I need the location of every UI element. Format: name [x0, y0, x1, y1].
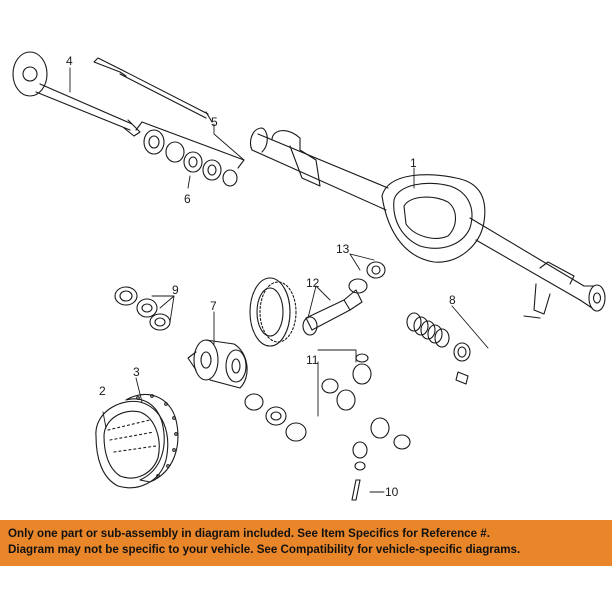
axle-housing-drawing: [249, 127, 606, 319]
bearing-drawing: [366, 261, 386, 279]
callout-1: 1: [410, 156, 417, 170]
differential-cover-drawing: [95, 400, 169, 489]
disclaimer-line-2: Diagram may not be specific to your vehi…: [8, 543, 521, 556]
disclaimer-banner: Only one part or sub-assembly in diagram…: [0, 520, 612, 566]
callout-3: 3: [133, 365, 140, 379]
callout-13: 13: [336, 242, 350, 256]
callout-4: 4: [66, 54, 73, 68]
bearing-drawing: [135, 121, 245, 187]
pinion-gear-drawing: [321, 353, 411, 471]
callout-8: 8: [449, 293, 456, 307]
exploded-axle-diagram: [12, 51, 606, 501]
pinion-gear-drawing: [302, 278, 368, 336]
axle-shaft-drawing: [12, 51, 213, 137]
callout-leaders: [69, 67, 489, 493]
callout-11: 11: [306, 353, 319, 367]
callout-7: 7: [210, 299, 217, 313]
bearing-drawing: [244, 393, 307, 442]
cover-gasket-drawing: [125, 393, 179, 483]
callout-2: 2: [99, 384, 106, 398]
shim-pack-drawing: [406, 312, 471, 385]
bearing-drawing: [114, 286, 171, 331]
ring-gear-drawing: [249, 277, 297, 347]
callout-5: 5: [211, 115, 218, 129]
cross-pin-drawing: [351, 479, 361, 501]
callout-12: 12: [306, 276, 320, 290]
disclaimer-line-1: Only one part or sub-assembly in diagram…: [8, 527, 490, 540]
differential-case-drawing: [187, 339, 248, 389]
callout-10: 10: [385, 485, 399, 499]
callout-9: 9: [172, 283, 179, 297]
callout-6: 6: [184, 192, 191, 206]
